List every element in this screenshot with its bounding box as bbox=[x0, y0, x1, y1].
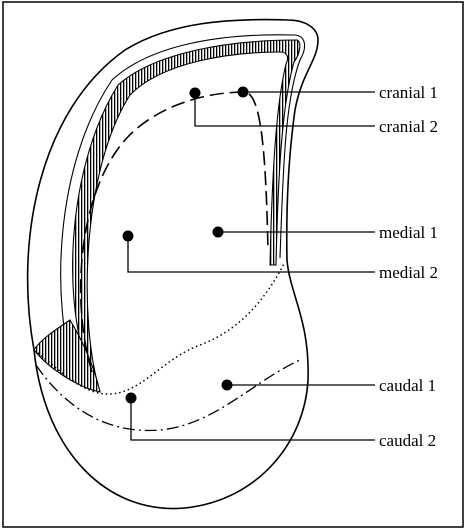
label-medial-1: medial 1 bbox=[379, 223, 438, 242]
sampling-points bbox=[123, 87, 249, 404]
point-cranial-1 bbox=[238, 87, 249, 98]
label-cranial-2: cranial 2 bbox=[379, 117, 438, 136]
leader-caudal-2 bbox=[131, 398, 375, 440]
label-caudal-2: caudal 2 bbox=[379, 431, 436, 450]
label-cranial-1: cranial 1 bbox=[379, 83, 438, 102]
point-caudal-1 bbox=[222, 380, 233, 391]
label-medial-2: medial 2 bbox=[379, 263, 438, 282]
hatched-band bbox=[73, 40, 300, 392]
leader-lines bbox=[128, 92, 375, 440]
cortex-inner-contour bbox=[61, 35, 305, 378]
point-cranial-2 bbox=[190, 88, 201, 99]
label-caudal-1: caudal 1 bbox=[379, 376, 436, 395]
point-medial-2 bbox=[123, 231, 134, 242]
leader-medial-2 bbox=[128, 236, 375, 272]
point-medial-1 bbox=[213, 227, 224, 238]
point-caudal-2 bbox=[126, 393, 137, 404]
